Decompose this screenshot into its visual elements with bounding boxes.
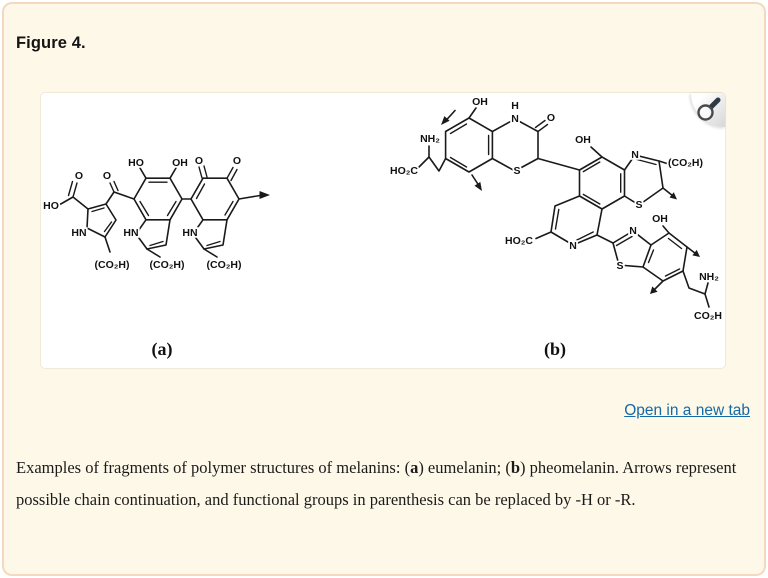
atom-label: N — [511, 113, 519, 125]
atom-label: N — [569, 240, 577, 252]
caption-text: ) pheomelanin. Arrows represent possible… — [16, 458, 737, 509]
bond-skeleton-b — [418, 107, 710, 308]
bond-skeleton-a — [58, 165, 240, 258]
atom-label: H — [511, 100, 519, 112]
zoom-button[interactable] — [691, 93, 725, 127]
atom-label: O — [547, 112, 555, 124]
atom-label: OH — [472, 96, 488, 108]
atom-label: NH₂ — [699, 271, 719, 283]
atom-label: HO₂C — [390, 165, 418, 177]
structure-a-eumelanin: HO O O HN (CO₂H) HO OH HN (CO₂H) O O HN (CO₂H) — [43, 153, 270, 273]
chain-arrow — [686, 246, 700, 257]
atom-label: OH — [652, 213, 668, 225]
chain-arrow — [238, 191, 270, 200]
atom-label: (CO₂H) — [207, 259, 242, 271]
figure-caption: Examples of fragments of polymer structu… — [16, 452, 753, 516]
caption-text: Examples of fragments of polymer structu… — [16, 458, 411, 477]
atom-label: OH — [172, 157, 188, 169]
structure-label-a: (a) — [151, 339, 173, 359]
atom-label: S — [616, 260, 623, 272]
atom-label: OH — [575, 134, 591, 146]
magnifier-icon — [697, 97, 721, 121]
atom-label: NH₂ — [420, 133, 440, 145]
atom-label: (CO₂H) — [150, 259, 185, 271]
atom-label: HN — [123, 227, 138, 239]
atom-label: HO — [128, 157, 144, 169]
open-in-new-tab-link[interactable]: Open in a new tab — [624, 402, 750, 419]
atom-label: S — [513, 165, 520, 177]
atom-label: (CO₂H) — [95, 259, 130, 271]
atom-label: N — [631, 149, 639, 161]
chain-arrow — [471, 174, 482, 191]
atom-label: HN — [71, 227, 86, 239]
atom-label: HO₂C — [505, 235, 533, 247]
atom-label: O — [195, 155, 203, 167]
caption-text: ) eumelanin; ( — [418, 458, 511, 477]
atom-label: CO₂H — [694, 310, 722, 322]
caption-bold-a: a — [410, 458, 419, 477]
chain-arrow — [441, 109, 456, 125]
chain-arrow — [650, 280, 664, 294]
figure-title: Figure 4. — [16, 34, 86, 52]
chain-arrow — [662, 187, 677, 200]
atom-label: O — [103, 170, 111, 182]
caption-bold-b: b — [510, 458, 521, 477]
atom-label: N — [629, 225, 637, 237]
atom-label: O — [75, 170, 83, 182]
atom-label: HO — [43, 200, 59, 212]
atom-label: S — [635, 199, 642, 211]
structure-label-b: (b) — [544, 339, 566, 359]
atom-label: O — [233, 155, 241, 167]
atom-label: HN — [182, 227, 197, 239]
atom-label: (CO₂H) — [668, 157, 703, 169]
